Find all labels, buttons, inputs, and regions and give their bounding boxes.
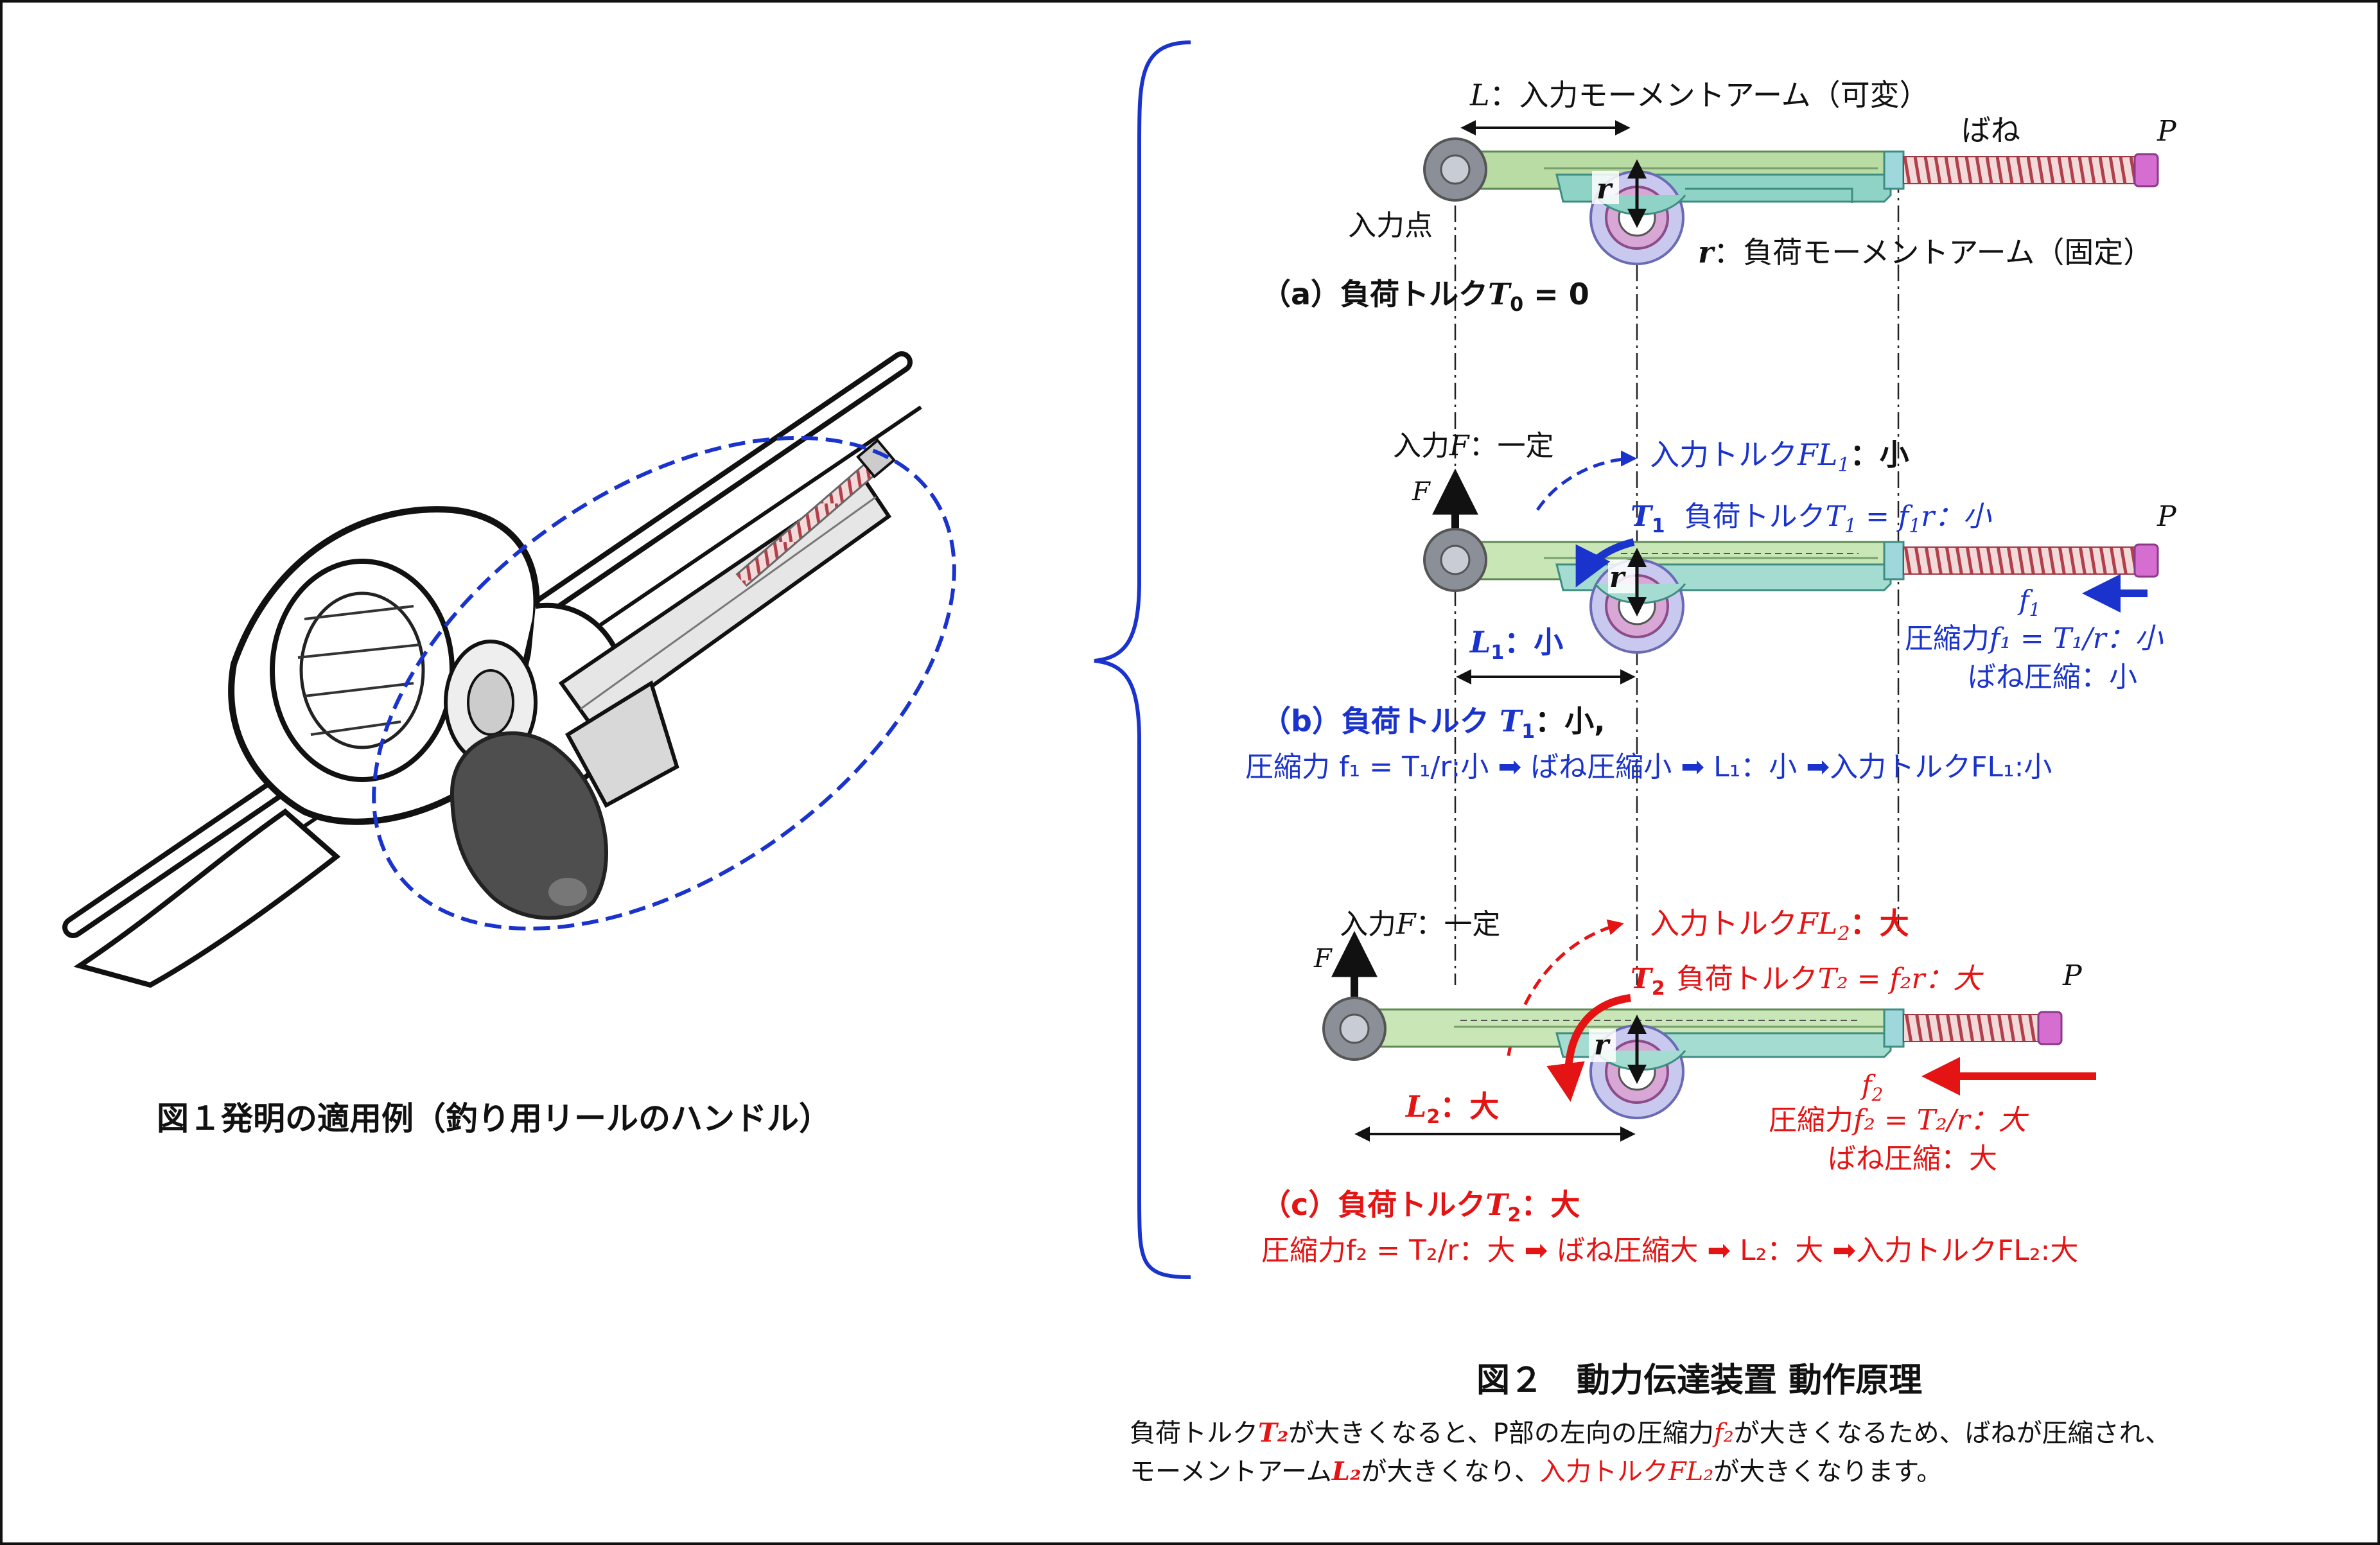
t1-symbol: T [1631,500,1654,533]
panel-a-title: （a）負荷トルクT0 = 0 [1261,277,1589,316]
compression-label-b: 圧縮力 [1905,622,1990,655]
svg-text:入力F：一定: 入力F：一定 [1393,430,1554,462]
r-description: ：負荷モーメントアーム（固定） [1713,235,2153,270]
input-torque-label-b: 入力トルク [1650,437,1798,472]
load-torque-label-c: 負荷トルク [1677,963,1818,995]
mechanism-a [1423,137,2159,265]
panel-b-chain: 圧縮力 f₁ = T₁/r:小 ➡ ばね圧縮小 ➡ L₁：小 ➡入力トルクFL₁… [1245,751,2052,783]
r-symbol-desc: r [1698,235,1716,270]
r-symbol-c: r [1594,1029,1611,1061]
compression-label-c: 圧縮力 [1769,1104,1853,1137]
f-label-c: F [1313,944,1333,973]
l2-label: L2：大 [1404,1089,1499,1128]
mechanism-b [1423,528,2159,654]
svg-text:圧縮力f₁ = T₁/r：小: 圧縮力f₁ = T₁/r：小 [1905,622,2164,655]
description-text: 負荷トルクT₂が大きくなると、P部の左向の圧縮力f₂が大きくなるため、ばねが圧縮… [1130,1414,2350,1491]
r-symbol-b: r [1609,561,1626,594]
f2-label: f2 [1860,1069,1883,1105]
load-torque-label-b: 負荷トルク [1684,500,1826,533]
mechanism-c [1322,997,2063,1119]
svg-text:r：負荷モーメントアーム（固定）: r：負荷モーメントアーム（固定） [1698,235,2153,270]
point-p-c: P [2062,959,2083,992]
figure-canvas: 図１発明の適用例（釣り用リールのハンドル） L：入力モーメントアーム（可変） ば… [62,40,2177,1400]
spring-label: ばね [1961,113,2020,148]
description-line-1: 負荷トルクT₂が大きくなると、P部の左向の圧縮力f₂が大きくなるため、ばねが圧縮… [1130,1418,2171,1448]
spring-compression-b: ばね圧縮：小 [1968,661,2137,694]
grouping-brace [1094,40,1191,1279]
point-p-a: P [2157,115,2177,148]
load-torque-arrow-c [1546,994,1631,1102]
f-label-b: F [1412,477,1431,507]
l-description: ：入力モーメントアーム（可変） [1490,78,1929,112]
panel-c-chain: 圧縮力f₂ = T₂/r：大 ➡ ばね圧縮大 ➡ L₂：大 ➡入力トルクFL₂:… [1261,1234,2078,1267]
input-label-b: 入力 [1393,430,1449,462]
highlight-ellipse [372,435,956,931]
r-symbol-a: r [1597,173,1613,205]
panel-a: L：入力モーメントアーム（可変） ばね P r 入力点 r：負荷モーメントアーム… [1261,78,2177,316]
l1-label: L1：小 [1469,625,1563,664]
svg-text:圧縮力f₂ = T₂/r：大: 圧縮力f₂ = T₂/r：大 [1769,1104,2029,1137]
figure2-caption: 図２ 動力伝達装置 動作原理 [1476,1361,1922,1400]
panel-c-title: （c）負荷トルクT2：大 [1261,1187,1580,1226]
figure1-caption: 図１発明の適用例（釣り用リールのハンドル） [157,1100,831,1137]
input-torque-label-c: 入力トルク [1650,906,1798,941]
svg-text:入力トルクFL2：大: 入力トルクFL2：大 [1650,906,1909,945]
svg-text:入力F：一定: 入力F：一定 [1340,908,1501,941]
panel-b-title: （b）負荷トルク T1：小, [1261,704,1606,743]
svg-text:入力トルクFL1：小: 入力トルクFL1：小 [1650,437,1909,476]
spring-compression-c: ばね圧縮：大 [1828,1142,1997,1175]
input-torque-arrow-b [1536,450,1637,511]
description-line-2: モーメントアームL₂が大きくなり、入力トルクFL₂が大きくなります。 [1130,1456,1943,1487]
l-symbol: L [1469,78,1490,112]
point-p-b: P [2157,500,2177,533]
t2-symbol: T [1631,963,1654,995]
svg-text:L：入力モーメントアーム（可変）: L：入力モーメントアーム（可変） [1469,78,1929,112]
fishing-reel-illustration [62,351,956,988]
load-torque-arrow-b [1575,538,1635,588]
f1-label: f1 [2017,584,2040,620]
input-label-c: 入力 [1340,908,1396,941]
input-point-label: 入力点 [1348,209,1433,242]
